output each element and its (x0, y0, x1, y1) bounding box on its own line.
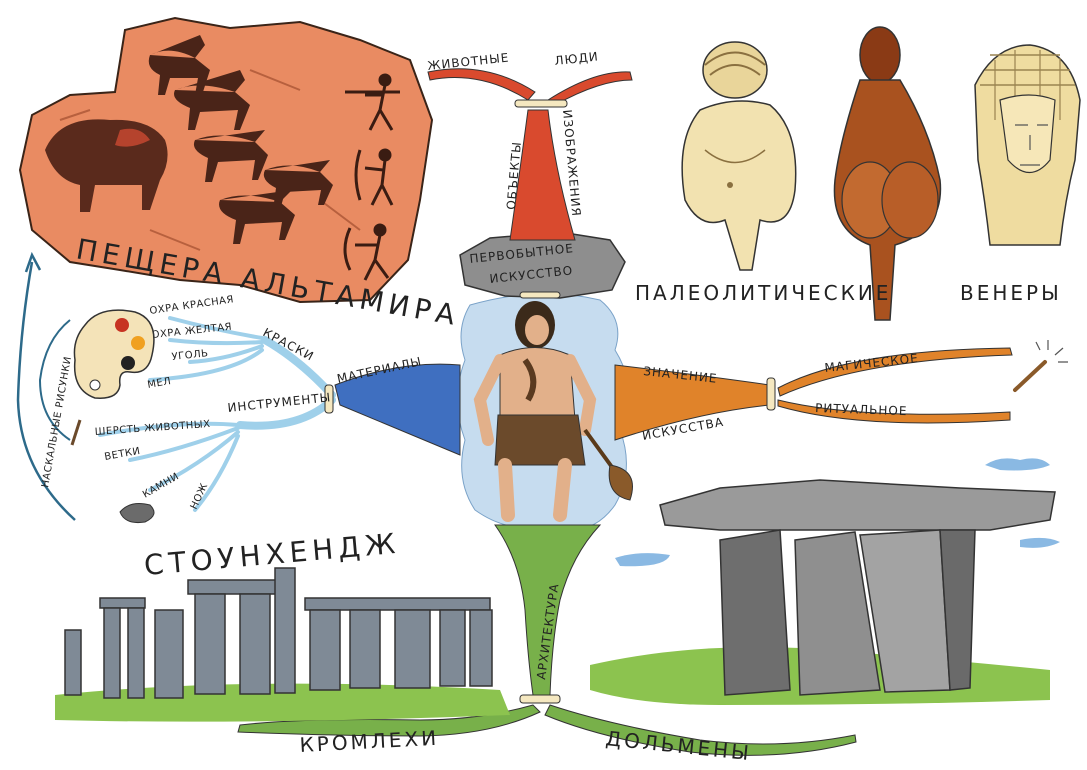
bone-icon (520, 292, 560, 298)
venus-willendorf (682, 42, 796, 270)
venus-lespugue (834, 27, 940, 320)
objects-sub-people: ЛЮДИ (554, 49, 600, 68)
tool-item-2: КАМНИ (141, 471, 181, 501)
bone-icon (767, 378, 775, 410)
venus-figurines-illustration (682, 27, 1080, 320)
central-node: ПЕРВОБЫТНОЕ ИСКУССТВО (458, 232, 633, 530)
cloud-icon (1020, 538, 1060, 548)
bone-icon (520, 695, 560, 703)
stonehenge-title: СТОУНХЕНДЖ (143, 527, 402, 582)
venus-title-right: ВЕНЕРЫ (960, 281, 1062, 305)
venus-title-left: ПАЛЕОЛИТИЧЕСКИЕ (635, 281, 891, 305)
brush-icon (72, 420, 80, 445)
meaning-item-magic: МАГИЧЕСКОЕ (824, 351, 920, 375)
stonehenge-illustration (55, 568, 510, 722)
magic-wand-icon (1015, 340, 1068, 390)
tool-item-0: ШЕРСТЬ ЖИВОТНЫХ (94, 419, 210, 438)
bone-icon (515, 100, 567, 107)
cave-painting-label: НАСКАЛЬНЫЕ РИСУНКИ (40, 355, 74, 488)
cloud-icon (615, 553, 670, 566)
paint-item-0: ОХРА КРАСНАЯ (149, 294, 235, 317)
venus-brassempouy (975, 45, 1080, 245)
stone-icon (120, 504, 154, 523)
architecture-item-dolmen: ДОЛЬМЕНЫ (604, 726, 752, 765)
paint-palette-icon (74, 310, 154, 398)
dolmen-illustration (590, 458, 1060, 705)
cloud-icon (985, 458, 1050, 470)
title-stone (460, 232, 625, 298)
branch-objects (428, 69, 632, 240)
